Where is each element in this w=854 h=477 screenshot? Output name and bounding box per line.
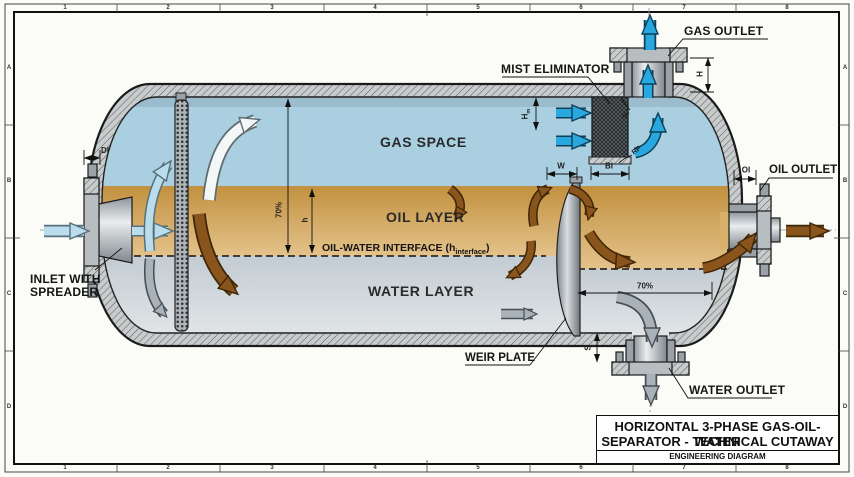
frame-col-top-5: 5 xyxy=(476,5,480,11)
water-outlet-nozzle xyxy=(611,330,690,376)
hm-dimension: Hm xyxy=(520,108,533,120)
frame-col-bottom-7: 7 xyxy=(682,465,686,471)
weir-plate-label: WEIR PLATE xyxy=(465,352,536,364)
frame-col-bottom-2: 2 xyxy=(166,465,170,471)
mist-eliminator-label: MIST ELIMINATOR xyxy=(501,62,610,76)
hm-main: H xyxy=(520,113,530,120)
frame-row-right-a: A xyxy=(842,65,848,71)
water-outlet-label: WATER OUTLET xyxy=(689,383,786,397)
interface-subscript: interface xyxy=(455,247,487,257)
inlet-label-line1: INLET WITH xyxy=(30,272,101,286)
oi-dimension: OI xyxy=(741,165,751,175)
oil-layer-label: OIL LAYER xyxy=(386,209,465,225)
frame-col-top-8: 8 xyxy=(785,5,789,11)
level-70-dimension: 70% xyxy=(274,201,284,219)
flow-arrows xyxy=(44,20,824,400)
w-dimension: W xyxy=(557,161,565,171)
mist-eliminator-pad xyxy=(588,96,632,165)
water-flow-arrows xyxy=(144,258,652,400)
weir-plate-shape xyxy=(556,176,583,337)
inlet-nozzle xyxy=(83,163,133,298)
interface-text: OIL-WATER INTERFACE (h xyxy=(322,242,456,254)
h-nozzle-dimension: H xyxy=(695,71,705,77)
frame-col-bottom-1: 1 xyxy=(63,465,67,471)
frame-row-left-d: D xyxy=(6,404,12,410)
frame-row-right-b: B xyxy=(842,178,848,184)
gas-outlet-label: GAS OUTLET xyxy=(684,24,764,38)
gas-space-arrow xyxy=(202,114,255,201)
hm-subscript: m xyxy=(526,108,533,114)
frame-col-top-7: 7 xyxy=(682,5,686,11)
title-line-2: SEPARATOR - TECHNICAL CUTAWAY xyxy=(601,434,834,449)
oil-outlet-label: OIL OUTLET xyxy=(769,164,838,176)
frame-row-left-b: B xyxy=(6,178,12,184)
frame-col-top-4: 4 xyxy=(373,5,377,11)
frame-row-left-a: A xyxy=(6,65,12,71)
inlet-flow-arrows xyxy=(44,165,168,252)
frame-col-bottom-4: 4 xyxy=(373,465,377,471)
weir-70-dimension: 70% xyxy=(636,281,654,291)
h-dimension: h xyxy=(300,217,310,223)
frame-col-bottom-6: 6 xyxy=(579,465,583,471)
frame-col-bottom-3: 3 xyxy=(270,465,274,471)
frame-row-right-d: D xyxy=(842,404,848,410)
interface-close: ) xyxy=(486,242,490,254)
frame-col-top-1: 1 xyxy=(63,5,67,11)
leader-lines xyxy=(94,38,833,399)
drawing-frame xyxy=(4,3,850,473)
inlet-label-line2: SPREADER xyxy=(30,285,99,300)
title-divider xyxy=(597,450,838,451)
oil-water-interface-label: OIL-WATER INTERFACE (hinterface) xyxy=(322,242,490,257)
frame-col-bottom-8: 8 xyxy=(785,465,789,471)
title-block: HORIZONTAL 3-PHASE GAS-OIL-WATER SEPARAT… xyxy=(596,415,839,464)
di-dimension: DI xyxy=(101,146,109,155)
frame-col-top-3: 3 xyxy=(270,5,274,11)
title-line-1: HORIZONTAL 3-PHASE GAS-OIL-WATER xyxy=(614,419,821,449)
oil-flow-arrows xyxy=(192,184,824,297)
frame-row-right-c: C xyxy=(842,291,848,297)
dimension-lines xyxy=(83,57,757,363)
frame-col-bottom-5: 5 xyxy=(476,465,480,471)
frame-col-top-2: 2 xyxy=(166,5,170,11)
spreader-plate xyxy=(174,92,189,332)
s-dimension: S xyxy=(583,345,593,351)
gas-flow-arrows xyxy=(556,20,658,159)
frame-row-left-c: C xyxy=(6,291,12,297)
bi-dimension: BI xyxy=(605,161,613,171)
water-layer-label: WATER LAYER xyxy=(368,283,475,299)
frame-col-top-6: 6 xyxy=(579,5,583,11)
gas-space-label: GAS SPACE xyxy=(380,134,467,150)
title-subtitle: ENGINEERING DIAGRAM xyxy=(669,452,766,461)
